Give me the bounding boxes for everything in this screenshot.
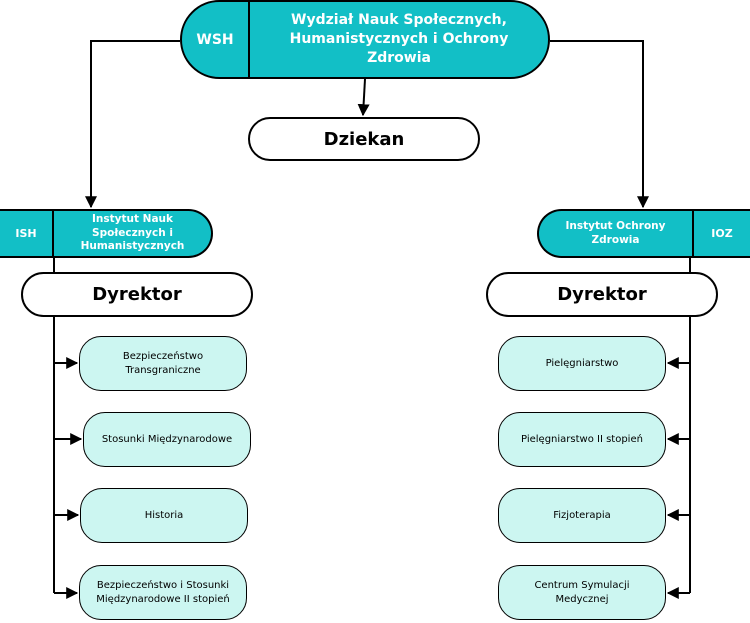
connector-faculty-ioz [550, 40, 649, 209]
program-node: Fizjoterapia [498, 488, 666, 543]
dean-node: Dziekan [248, 117, 480, 161]
program-node: Historia [80, 488, 248, 543]
program-node: Stosunki Międzynarodowe [83, 412, 251, 467]
director-ioz-node: Dyrektor [486, 272, 718, 317]
faculty-abbr: WSH [182, 2, 250, 77]
institute-ioz-abbr: IOZ [692, 211, 750, 256]
connector-faculty-ish [85, 40, 180, 209]
program-node: Bezpieczeństwo Transgraniczne [79, 336, 247, 391]
institute-ish-name: Instytut Nauk Społecznych i Humanistyczn… [80, 213, 185, 253]
connector-faculty-dean [357, 78, 370, 117]
institute-ioz-name: Instytut Ochrony Zdrowia [565, 219, 666, 246]
institute-ish-abbr: ISH [0, 211, 54, 256]
institute-ish-node: ISH Instytut Nauk Społecznych i Humanist… [0, 209, 213, 258]
director-ish-node: Dyrektor [21, 272, 253, 317]
program-node: Bezpieczeństwo i Stosunki Międzynarodowe… [79, 565, 247, 620]
faculty-name: Wydział Nauk Społecznych, Humanistycznyc… [289, 12, 509, 66]
program-node: Pielęgniarstwo II stopień [498, 412, 666, 467]
program-node: Pielęgniarstwo [498, 336, 666, 391]
faculty-node: WSH Wydział Nauk Społecznych, Humanistyc… [180, 0, 550, 79]
program-node: Centrum Symulacji Medycznej [498, 565, 666, 620]
institute-ioz-node: Instytut Ochrony Zdrowia IOZ [537, 209, 750, 258]
